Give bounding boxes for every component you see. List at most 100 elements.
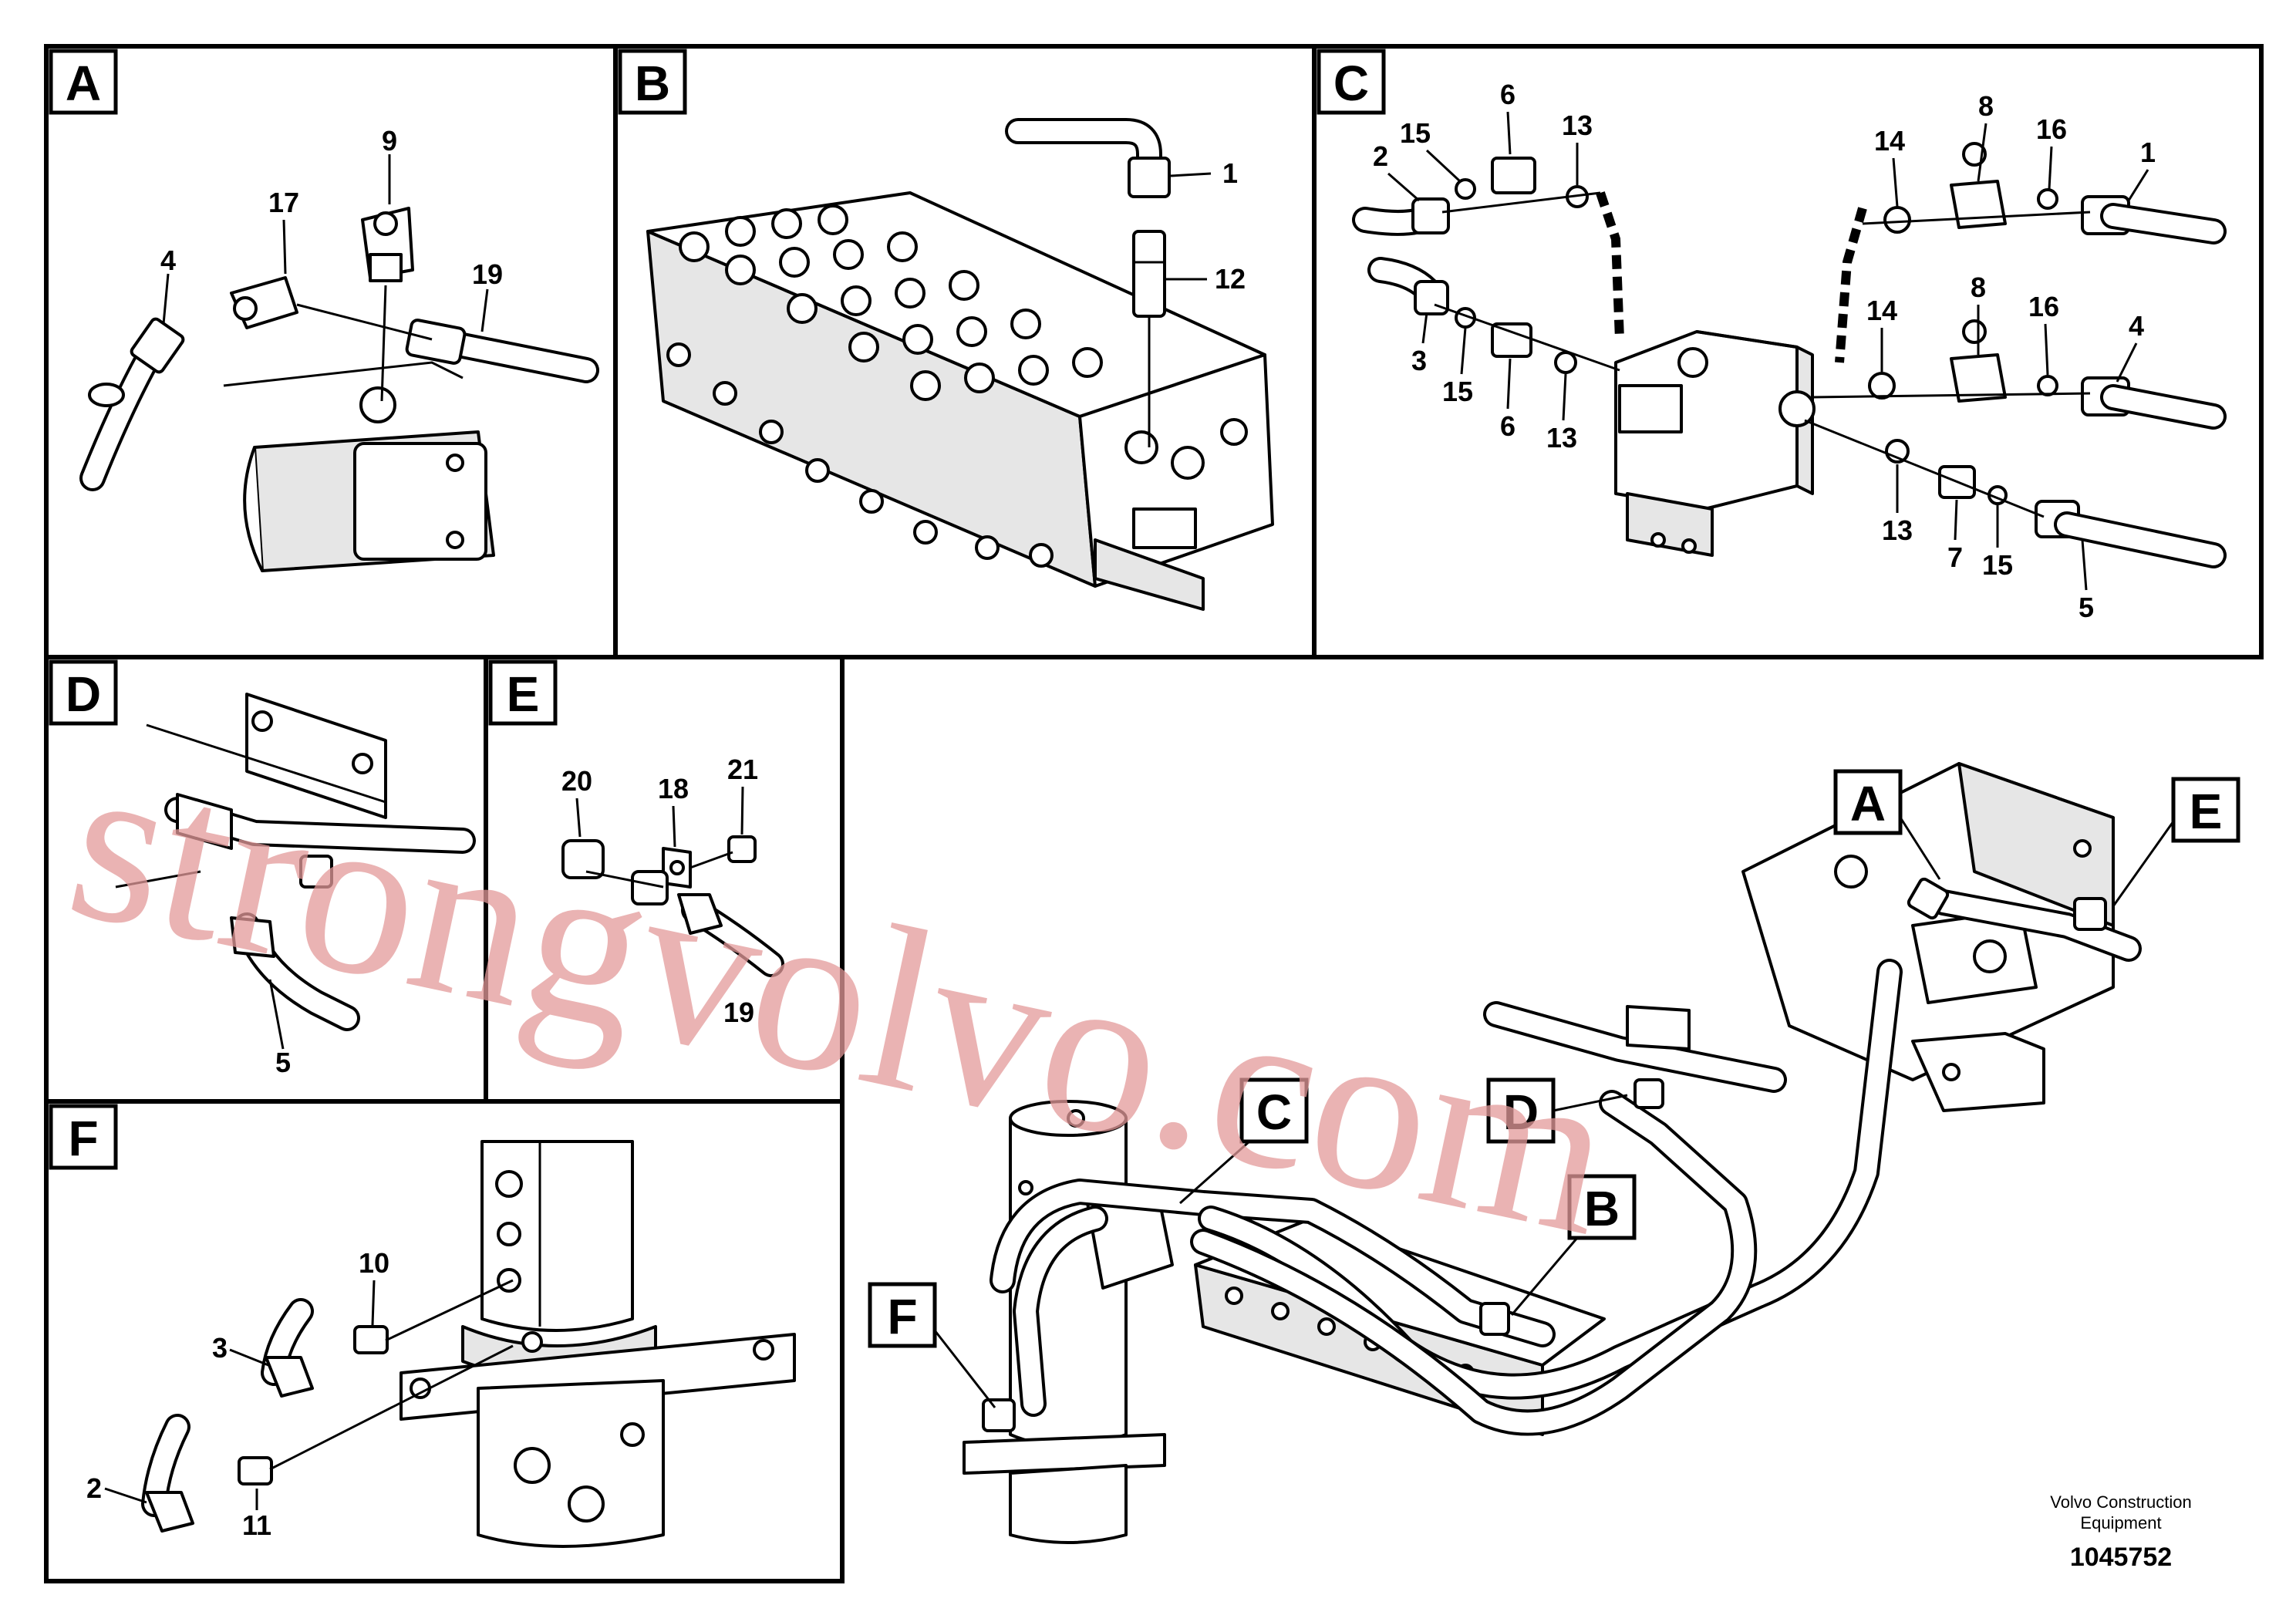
- footer: Volvo Construction Equipment 1045752: [2050, 1492, 2191, 1572]
- callout-c-5: 5: [2079, 592, 2094, 623]
- callout-c-15-top: 15: [1400, 117, 1431, 149]
- callout-c-15-bottom: 15: [1442, 376, 1473, 407]
- panel-c-nut-2: [1411, 197, 1450, 234]
- callout-c-15-right: 15: [1982, 549, 2013, 581]
- callout-e-20: 20: [561, 765, 592, 797]
- panel-c-label-box: [1317, 49, 1386, 115]
- panel-a-label: A: [66, 56, 101, 111]
- panel-e-adapter-20: [561, 839, 605, 879]
- panel-f-elbow-2: [145, 1491, 194, 1533]
- footer-brand-line1: Volvo Construction: [2050, 1492, 2191, 1512]
- panel-f-adapter-10: [353, 1325, 389, 1354]
- panel-b-label: B: [635, 56, 670, 111]
- panel-a-nut-4: [130, 317, 185, 374]
- overview-label-b-box: [1567, 1174, 1637, 1240]
- panel-frames: [44, 44, 2264, 1583]
- callout-c-13-bottom: 13: [1546, 422, 1577, 454]
- callout-c-13-right: 13: [1882, 514, 1913, 546]
- callout-f-11: 11: [242, 1509, 271, 1541]
- callout-c-8-mid: 8: [1971, 271, 1986, 303]
- callout-c-4: 4: [2129, 310, 2144, 342]
- panel-c-dash-left: [1596, 191, 1624, 340]
- footer-doc-number: 1045752: [2070, 1543, 2172, 1572]
- panel-c-adapter-6-top: [1491, 157, 1536, 194]
- footer-brand-line2: Equipment: [2080, 1513, 2161, 1533]
- overview-small-valve: [1911, 1032, 2045, 1112]
- callout-c-6-top: 6: [1500, 79, 1515, 110]
- callout-c-8-top: 8: [1978, 90, 1994, 122]
- panel-b-nut-1: [1128, 157, 1171, 198]
- callout-c-2: 2: [1373, 140, 1388, 172]
- panel-a-pump: [223, 361, 495, 572]
- callout-a-19: 19: [472, 258, 503, 290]
- callout-f-10: 10: [359, 1247, 389, 1279]
- panel-e: E 20 18 21 19: [488, 659, 784, 1028]
- callout-f-2: 2: [86, 1472, 102, 1504]
- overview-label-e-box: [2171, 777, 2240, 843]
- callout-a-4: 4: [160, 244, 176, 276]
- callout-c-16-mid: 16: [2028, 291, 2059, 322]
- panel-f-frame: [44, 1099, 845, 1583]
- panel-c-dash-right: [1835, 207, 1867, 363]
- panel-c-nut-3: [1414, 280, 1449, 315]
- overview-label-c: C: [1256, 1084, 1292, 1140]
- panel-c-frame: [1312, 44, 2264, 659]
- panel-c-gear-pump: [1614, 330, 1816, 557]
- panel-e-bolt-21: [727, 835, 757, 863]
- panel-b-valve-ports: [666, 204, 1248, 568]
- callout-a-17: 17: [268, 187, 299, 218]
- callout-d-5: 5: [275, 1047, 291, 1078]
- overview-label-c-box: [1239, 1077, 1309, 1144]
- panel-e-label: E: [507, 666, 540, 722]
- overview-label-f: F: [887, 1289, 917, 1344]
- overview-assembly: [963, 762, 2142, 1544]
- panel-a-label-box: [49, 49, 118, 115]
- panel-f-adapter-11: [238, 1456, 273, 1485]
- overview-label-e: E: [2190, 784, 2223, 839]
- panel-d-label: D: [66, 666, 101, 722]
- panel-a: A 9 17 4: [49, 49, 599, 572]
- callout-c-6-bottom: 6: [1500, 410, 1515, 442]
- panel-f-label-box: [49, 1104, 118, 1170]
- overview-label-a: A: [1850, 776, 1886, 831]
- panel-f-label: F: [68, 1111, 98, 1166]
- callout-f-3: 3: [212, 1332, 228, 1364]
- overview-label-d: D: [1503, 1084, 1539, 1140]
- panel-c-elbow-8-top: [1950, 180, 2007, 229]
- panel-e-label-box: [488, 659, 558, 726]
- panel-f: F 10 3: [49, 1104, 796, 1548]
- callout-c-16-top: 16: [2036, 113, 2067, 145]
- panel-d-label-box: [49, 659, 118, 726]
- panel-b-name-plate: [1132, 508, 1197, 549]
- callout-b-12: 12: [1215, 263, 1246, 295]
- panel-a-clamp: [88, 383, 125, 407]
- overview-label-b: B: [1584, 1181, 1620, 1236]
- panel-a-nut-19: [405, 319, 467, 365]
- panel-d-bracket: [245, 693, 387, 819]
- panel-d: D 5: [49, 659, 476, 1078]
- callout-c-7: 7: [1947, 541, 1963, 573]
- panel-d-tee-fitting: [176, 793, 233, 850]
- panel-f-swivel-joint: [400, 1140, 796, 1548]
- panel-b: B: [618, 49, 1274, 611]
- callout-c-14-top: 14: [1874, 125, 1905, 157]
- callout-c-14-mid: 14: [1866, 295, 1897, 326]
- overview-label-a-box: [1833, 769, 1903, 835]
- callout-c-13-top: 13: [1562, 110, 1593, 141]
- overview-callouts: A E C D B F: [868, 769, 2240, 1408]
- callout-e-21: 21: [727, 754, 758, 785]
- panel-b-label-box: [618, 49, 687, 115]
- panel-c-adapter-6-bottom: [1491, 322, 1532, 358]
- callout-e-18: 18: [658, 773, 689, 804]
- overview-label-f-box: [868, 1282, 937, 1348]
- panel-d-elbow: [230, 916, 275, 958]
- panel-e-nut: [631, 870, 669, 905]
- callout-e-19: 19: [723, 996, 754, 1028]
- panel-d-nut: [299, 855, 333, 889]
- panel-c: C: [1317, 49, 2227, 623]
- callout-c-1: 1: [2140, 137, 2156, 168]
- panel-a-thread-9: [369, 253, 403, 282]
- callout-c-3: 3: [1411, 345, 1427, 376]
- callout-a-9: 9: [382, 125, 397, 157]
